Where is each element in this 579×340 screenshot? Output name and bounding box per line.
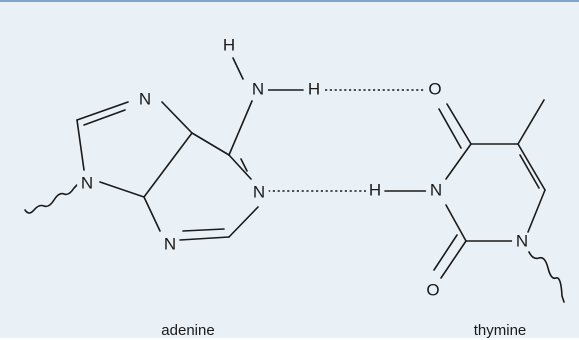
atom-n-bottom: N — [516, 231, 528, 250]
bond — [83, 109, 126, 126]
bond — [228, 154, 252, 180]
bond — [182, 228, 225, 232]
thymine-label: thymine — [474, 322, 527, 339]
bond — [527, 189, 546, 233]
thymine-structure — [384, 99, 546, 279]
atom-n-imino: N — [430, 180, 442, 199]
adenine-label: adenine — [161, 322, 214, 339]
bond — [76, 119, 85, 171]
bond — [440, 240, 467, 279]
bond — [161, 101, 193, 134]
bond — [228, 100, 253, 156]
bond — [240, 158, 248, 172]
bond — [445, 204, 467, 242]
bond — [519, 154, 540, 189]
bond — [228, 206, 259, 238]
bond — [76, 101, 129, 121]
atom-n-ring-bottom: N — [164, 234, 176, 253]
backbone-attachment — [528, 251, 565, 303]
adenine-atom-labels: N N N N N H H — [77, 35, 323, 255]
atom-n-amino: N — [252, 79, 264, 98]
bond — [179, 236, 230, 241]
atom-o-top: O — [428, 79, 441, 98]
atom-n-ring-right: N — [253, 182, 265, 201]
bond — [99, 181, 145, 198]
bond — [446, 103, 472, 145]
bond — [143, 196, 161, 232]
bond — [438, 108, 462, 149]
atom-o-bottom: O — [426, 280, 439, 299]
bond — [232, 57, 244, 80]
adenine-structure — [76, 57, 304, 241]
bond — [433, 234, 458, 271]
bond — [143, 132, 193, 198]
atom-n-ring-left: N — [81, 173, 93, 192]
bond — [191, 132, 230, 156]
atom-h-imino: H — [369, 180, 381, 199]
bond — [445, 143, 472, 180]
bond — [517, 143, 546, 191]
bond — [517, 99, 545, 145]
atom-n-ring-top: N — [139, 89, 151, 108]
atom-h-amino-top: H — [223, 35, 235, 54]
backbone-attachment — [24, 183, 79, 214]
atom-h-amino-bond: H — [308, 79, 320, 98]
thymine-atom-labels: O H N N O — [366, 79, 532, 301]
